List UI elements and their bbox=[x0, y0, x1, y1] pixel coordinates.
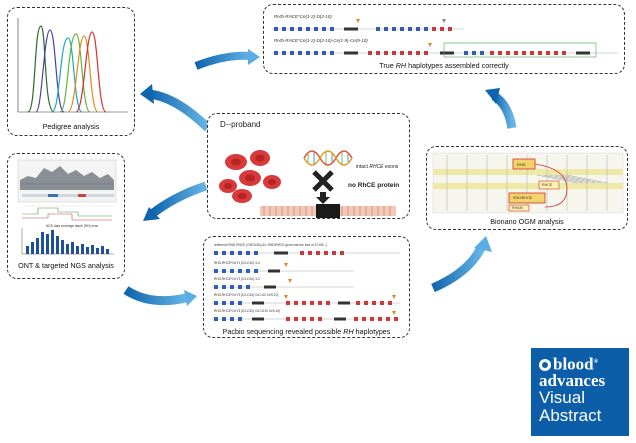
bionano-label-1: RHD bbox=[517, 162, 526, 167]
pacbio-row-2 bbox=[212, 263, 354, 273]
pacbio-caption-gene: RH bbox=[343, 327, 354, 336]
pacbio-row-5-label: RHD-RHCE*CeY4 (D1-D10) Ce1-D10 Ce9-10) bbox=[214, 309, 281, 313]
cell-membrane bbox=[260, 204, 396, 218]
pacbio-row-4 bbox=[212, 295, 400, 305]
logo-line-1: blood® bbox=[539, 354, 623, 373]
haplotypes-caption-prefix: True bbox=[379, 61, 396, 70]
pacbio-row-1 bbox=[212, 251, 400, 255]
arrow-to-bionano bbox=[431, 236, 492, 293]
haplotype-row-1 bbox=[272, 19, 464, 31]
pacbio-row-3-label: RHD-RHCE*CeY2 (D1-D10) 3-4 bbox=[214, 277, 260, 281]
note-suffix: exons bbox=[383, 164, 399, 170]
arrow-to-pacbio bbox=[123, 286, 197, 306]
ont-panel: NGS data coverage depth (RH) exon ONT & … bbox=[7, 153, 125, 279]
down-arrow-icon bbox=[316, 192, 330, 204]
haplotypes-caption-gene: RH bbox=[395, 61, 407, 70]
pacbio-row-5 bbox=[212, 311, 400, 321]
pacbio-row-3 bbox=[212, 279, 354, 289]
cross-icon bbox=[312, 170, 334, 192]
bionano-panel: RHD RHCE RHD/RHCE RHAM Bionano OGM analy… bbox=[426, 146, 628, 230]
arrow-to-haplotypes bbox=[485, 88, 517, 129]
arrow-to-ont bbox=[143, 181, 208, 221]
haplotypes-caption: True RH haplotypes assembled correctly bbox=[264, 61, 624, 70]
logo-line-4: Abstract bbox=[539, 405, 602, 425]
proband-title: D--proband bbox=[220, 120, 261, 129]
red-blood-cells bbox=[219, 150, 281, 203]
logo-line-3: Visual bbox=[539, 387, 585, 407]
pacbio-caption: Pacbio sequencing revealed possible RH h… bbox=[204, 327, 409, 336]
ont-caption: ONT & targeted NGS analysis bbox=[18, 261, 114, 270]
blood-advances-logo: blood® advances Visual Abstract bbox=[531, 348, 629, 436]
bionano-label-2: RHCE bbox=[542, 183, 553, 187]
proband-result: no RhCE protein bbox=[348, 182, 400, 189]
pacbio-caption-suffix: haplotypes bbox=[353, 327, 391, 336]
arrow-to-pedigree bbox=[140, 84, 212, 132]
bionano-label-3: RHD/RHCE bbox=[513, 196, 532, 200]
note-gene: RHCE bbox=[369, 164, 384, 170]
arrow-to-top bbox=[194, 49, 260, 70]
haplotype-row-2 bbox=[272, 42, 618, 58]
pacbio-row-2-label: RHD-RHCE*CeY1 (D1-D10) 3-4 bbox=[214, 261, 260, 265]
pacbio-panel: reference RHD-RHCE (GRCh38.p14, RHD/RHCE… bbox=[203, 236, 410, 338]
bionano-caption: Bionano OGM analysis bbox=[490, 217, 564, 226]
pacbio-row-1-label: reference RHD-RHCE (GRCh38.p14, RHD/RHCE… bbox=[214, 243, 328, 247]
note-prefix: intact bbox=[356, 164, 370, 170]
haplotypes-caption-suffix: haplotypes assembled correctly bbox=[406, 61, 509, 70]
proband-note: intact RHCE exons bbox=[356, 164, 398, 170]
proband-illustration bbox=[219, 150, 396, 218]
pacbio-caption-prefix: Pacbio sequencing revealed possible bbox=[222, 327, 344, 336]
bionano-map bbox=[432, 152, 624, 214]
haplotype-tracks bbox=[272, 19, 618, 58]
proband-panel: D--proband bbox=[207, 113, 410, 219]
pedigree-panel: Pedigree analysis bbox=[7, 7, 135, 136]
pedigree-caption: Pedigree analysis bbox=[42, 122, 100, 131]
pacbio-tracks bbox=[212, 251, 400, 321]
pacbio-row-4-label: RHD-RHCE*CeY3 (D1-D10) Ce1-D2 Ce9-10) bbox=[214, 293, 279, 297]
bionano-label-4: RHAM bbox=[512, 206, 523, 210]
flow-cytometry-histogram bbox=[17, 18, 128, 113]
dna-helix-icon bbox=[303, 150, 353, 166]
ont-chart-subtitle: NGS data coverage depth (RH) exon bbox=[46, 224, 99, 228]
ont-coverage-charts bbox=[17, 159, 117, 255]
haplotype-row-2-label: RHD-RHCE*Ce(1-2)-D(3-10)-Ce(1-9)-Ce(9-10… bbox=[274, 38, 368, 43]
haplotype-row-1-label: RHD-RHCE*Ce(1-2)-D(3-10) bbox=[274, 14, 332, 19]
haplotypes-panel: RHD-RHCE*Ce(1-2)-D(3-10) RHD-RHCE*Ce(1-2… bbox=[263, 4, 625, 74]
logo-line-2: advances bbox=[539, 370, 606, 390]
logo-drop-icon bbox=[539, 358, 551, 371]
